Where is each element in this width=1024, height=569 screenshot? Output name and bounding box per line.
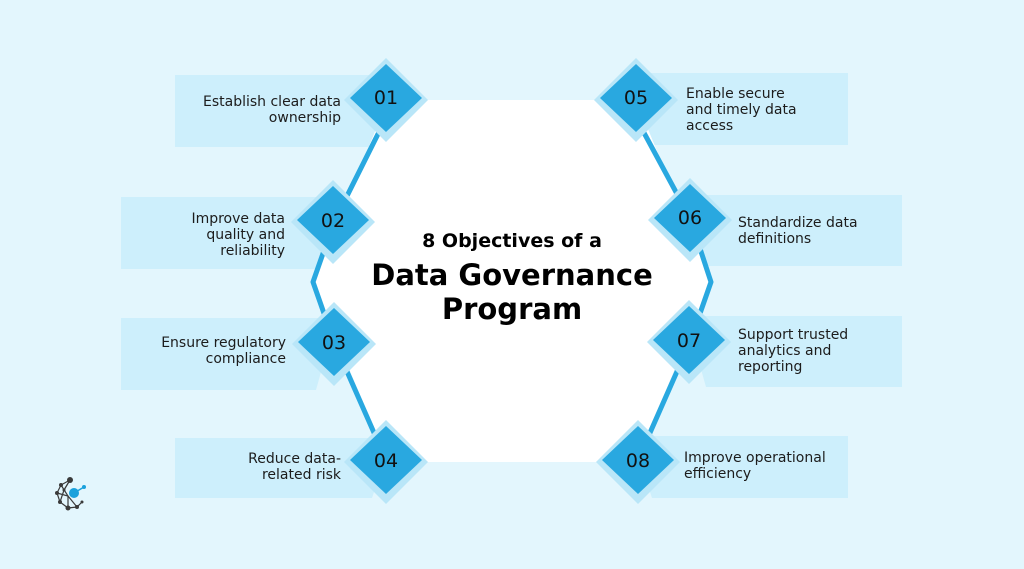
objective-number-02: 02 — [320, 210, 346, 232]
objective-07-line-3: reporting — [738, 359, 803, 375]
objective-05-line-1: Enable secure — [686, 86, 785, 102]
objective-text-03: Ensure regulatory compliance — [125, 335, 286, 367]
objective-text-02: Improve data quality and reliability — [125, 211, 285, 259]
objective-text-08: Improve operational efficiency — [684, 450, 848, 482]
diamond-08 — [596, 420, 680, 504]
card-05-bg — [632, 73, 848, 145]
connector-right — [633, 116, 714, 462]
objective-05-line-3: access — [686, 118, 734, 134]
center-hexagon — [313, 100, 711, 462]
objective-number-06: 06 — [677, 207, 703, 229]
objective-07-line-2: analytics and — [738, 343, 832, 359]
objective-text-04: Reduce data- related risk — [180, 451, 341, 483]
diamond-01 — [344, 58, 428, 142]
card-08-bg — [632, 436, 848, 498]
diamond-05 — [594, 58, 678, 142]
objective-number-08: 08 — [625, 450, 651, 472]
objective-04-line-2: related risk — [261, 467, 341, 483]
objective-number-05: 05 — [623, 87, 649, 109]
objective-01-line-2: ownership — [268, 110, 341, 126]
title-line-2: Program — [441, 292, 583, 326]
objective-03-line-1: Ensure regulatory — [161, 335, 286, 351]
objective-02-line-3: reliability — [220, 243, 285, 259]
objective-08-line-1: Improve operational — [684, 450, 826, 466]
objective-number-04: 04 — [373, 450, 399, 472]
diamond-04 — [344, 420, 428, 504]
objective-06-line-2: definitions — [738, 231, 812, 247]
objective-02-line-1: Improve data — [191, 211, 285, 227]
card-07-bg — [686, 316, 902, 387]
objective-number-01: 01 — [373, 87, 399, 109]
objective-text-01: Establish clear data ownership — [180, 94, 341, 126]
title-subtitle: 8 Objectives of a — [422, 230, 602, 252]
network-nodes-logo-icon — [55, 477, 86, 511]
diamond-02 — [291, 180, 375, 264]
title-line-1: Data Governance — [371, 258, 653, 292]
objective-02-line-2: quality and — [206, 227, 285, 243]
objective-01-line-1: Establish clear data — [202, 94, 341, 110]
card-06-bg — [686, 195, 902, 266]
diamond-03 — [292, 302, 376, 386]
objective-04-line-1: Reduce data- — [248, 451, 341, 467]
objective-03-line-2: compliance — [205, 351, 286, 367]
objective-08-line-2: efficiency — [684, 466, 752, 482]
objective-07-line-1: Support trusted — [738, 327, 849, 343]
card-04-bg — [175, 438, 392, 498]
objective-text-07: Support trusted analytics and reporting — [738, 327, 898, 375]
card-03-bg — [121, 318, 336, 390]
objective-text-06: Standardize data definitions — [738, 215, 898, 247]
objective-number-07: 07 — [676, 330, 702, 352]
objective-text-05: Enable secure and timely data access — [686, 86, 846, 134]
connector-left — [310, 116, 389, 462]
diamond-07 — [647, 300, 731, 384]
objective-number-03: 03 — [321, 332, 347, 354]
objective-05-line-2: and timely data — [686, 102, 797, 118]
objective-06-line-1: Standardize data — [738, 215, 858, 231]
card-01-bg — [175, 75, 392, 147]
card-02-bg — [121, 197, 336, 269]
diamond-06 — [648, 178, 732, 262]
